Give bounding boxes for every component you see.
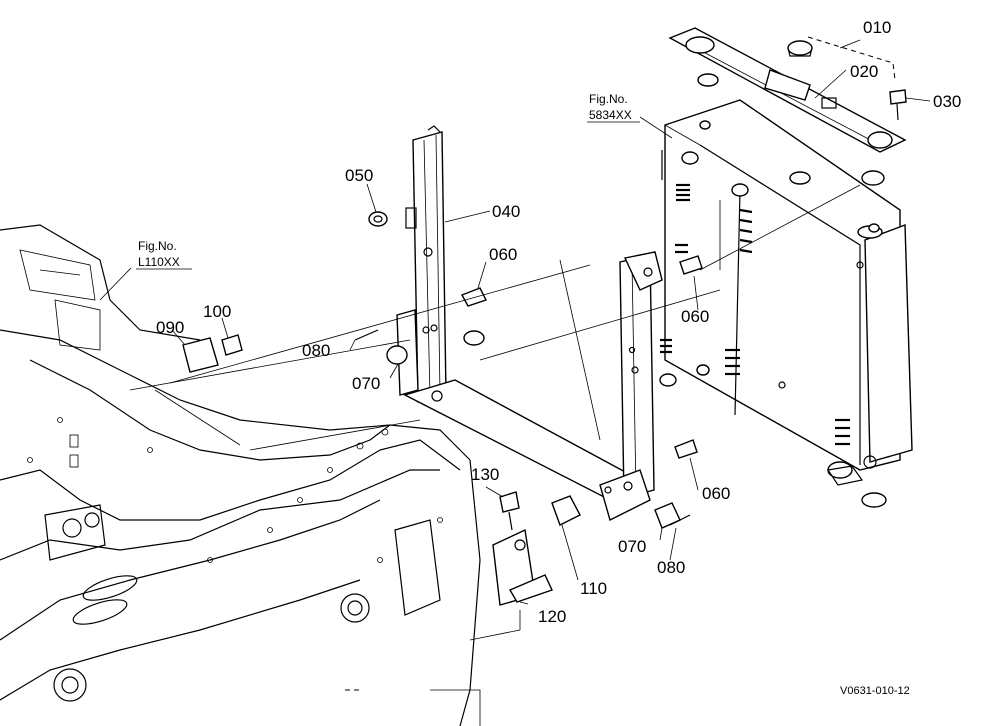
radiator-support-frame [396, 125, 663, 522]
radiator-fin-hatch [660, 183, 850, 446]
fig-ref-frame-label: Fig.No. [138, 239, 177, 253]
callout-labels: 010 020 030 040 050 060 060 060 070 070 … [156, 18, 961, 626]
callout-080-left: 080 [302, 341, 330, 360]
fig-ref-radiator: Fig.No. 5834XX [587, 92, 640, 123]
callout-040: 040 [492, 202, 520, 221]
callout-050: 050 [345, 166, 373, 185]
callout-130: 130 [471, 465, 499, 484]
callout-100: 100 [203, 302, 231, 321]
callout-110: 110 [580, 579, 607, 598]
fig-ref-radiator-number: 5834XX [589, 108, 632, 122]
fig-ref-frame-number: L110XX [138, 255, 180, 269]
callout-070-left: 070 [352, 374, 380, 393]
callout-070-right: 070 [618, 537, 646, 556]
fig-ref-frame: Fig.No. L110XX [136, 239, 192, 270]
callout-030: 030 [933, 92, 961, 111]
top-bracket-assembly [463, 27, 907, 508]
callout-120: 120 [538, 607, 566, 626]
fig-ref-radiator-label: Fig.No. [589, 92, 628, 106]
callout-090: 090 [156, 318, 184, 337]
callout-060-upper-right: 060 [681, 307, 709, 326]
callout-060-lower: 060 [702, 484, 730, 503]
small-parts [182, 211, 703, 606]
callout-010: 010 [863, 18, 891, 37]
drawing-code: V0631-010-12 [840, 685, 910, 697]
leader-lines [99, 39, 931, 641]
radiator-assembly [659, 99, 913, 486]
callout-080-right: 080 [657, 558, 685, 577]
callout-020: 020 [850, 62, 878, 81]
callout-060-upper-left: 060 [489, 245, 517, 264]
main-frame [0, 224, 481, 726]
